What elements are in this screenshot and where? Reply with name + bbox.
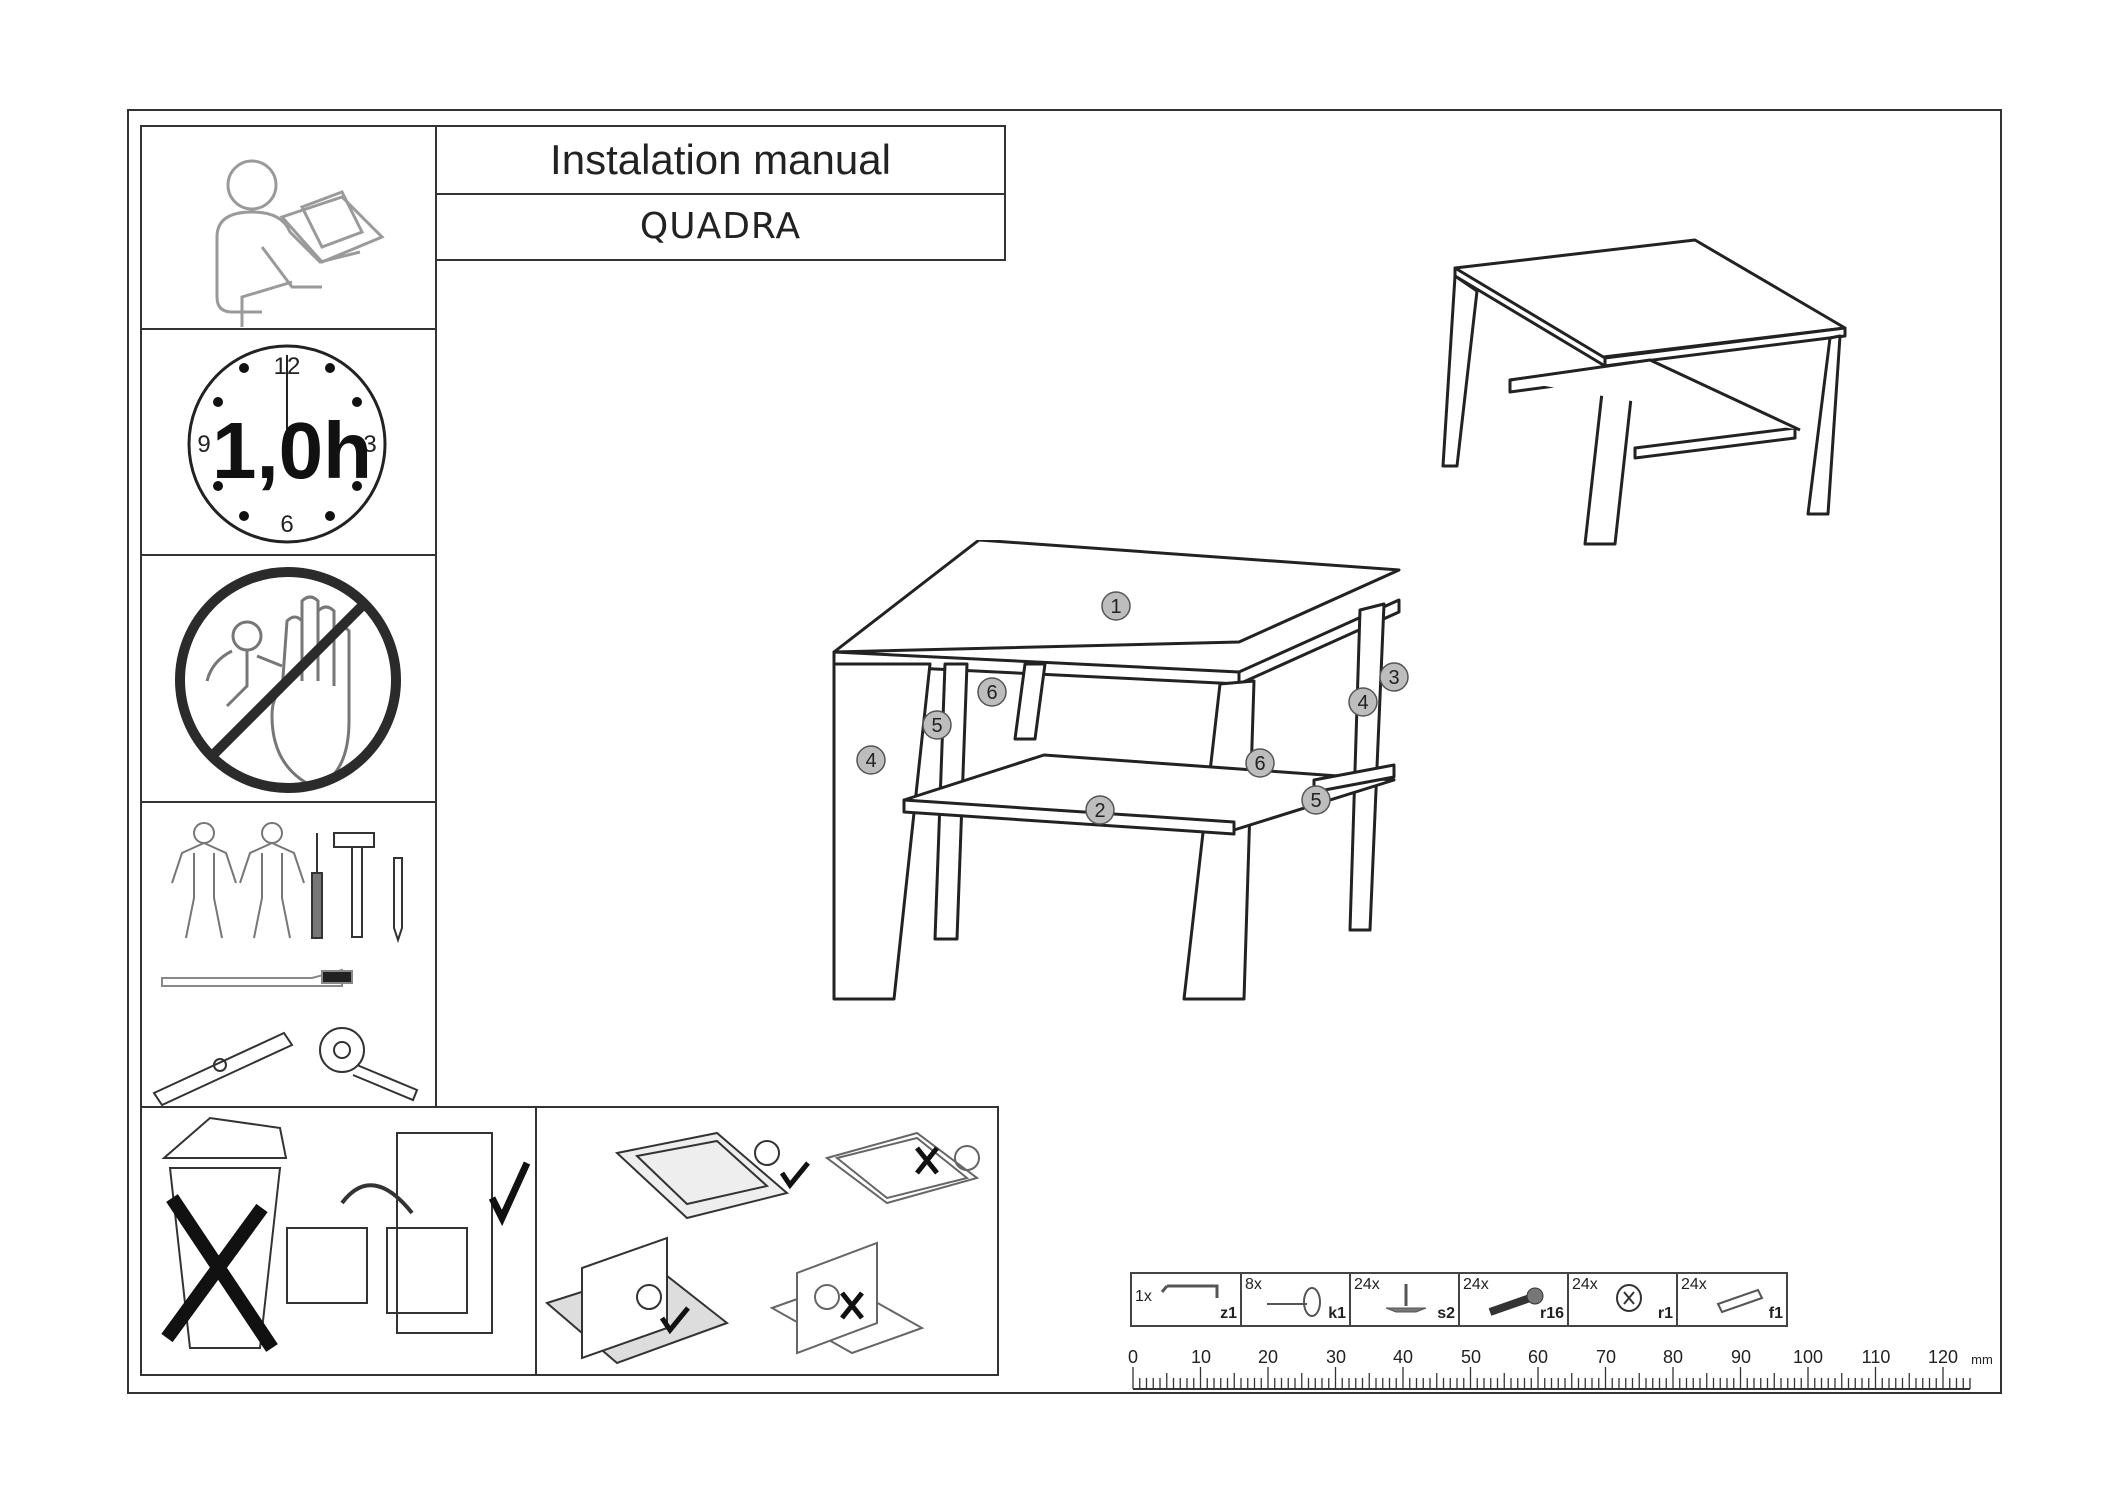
- hardware-item-k1: 8x k1: [1240, 1272, 1351, 1327]
- ruler-ticks: [1132, 1367, 1971, 1390]
- hardware-item-s2: 24x s2: [1349, 1272, 1460, 1327]
- ruler-label-80: 80: [1662, 1347, 1684, 1367]
- ruler-label-30: 30: [1325, 1347, 1347, 1367]
- hardware-code: r1: [1657, 1305, 1673, 1322]
- product-name: QUADRA: [639, 205, 802, 247]
- ruler-label-10: 10: [1190, 1347, 1212, 1367]
- part-label-6-left: 6: [977, 677, 1007, 707]
- hardware-item-z1: 1x z1: [1130, 1272, 1242, 1327]
- part-label-4-left: 4: [856, 745, 886, 775]
- ruler-label-110: 110: [1861, 1347, 1891, 1367]
- tools-illustration: [152, 822, 419, 1107]
- two-persons-icon: [171, 822, 305, 939]
- hardware-item-r1: 24x r1: [1567, 1272, 1678, 1327]
- hardware-qty: 24x: [1463, 1276, 1489, 1293]
- clock-number-6: 6: [280, 511, 293, 538]
- ruler-label-90: 90: [1730, 1347, 1752, 1367]
- svg-text:5: 5: [1310, 790, 1321, 812]
- cam-lock-icon: [1616, 1284, 1642, 1312]
- keep-manual-illustration: [161, 1116, 531, 1352]
- nail-glide-icon: [1267, 1287, 1321, 1317]
- ruler-label-0: 0: [1127, 1347, 1139, 1367]
- hardware-qty: 1x: [1135, 1288, 1152, 1305]
- hardware-qty: 8x: [1245, 1276, 1262, 1293]
- wooden-dowel-icon: [1716, 1288, 1764, 1314]
- hardware-qty: 24x: [1354, 1276, 1380, 1293]
- svg-text:4: 4: [1357, 692, 1368, 714]
- cam-bolt-icon: [1488, 1287, 1544, 1316]
- hardware-code: s2: [1437, 1305, 1455, 1322]
- part-label-6-right: 6: [1245, 748, 1275, 778]
- read-instructions-icon: [215, 159, 385, 327]
- manual-storage-cell: [140, 1106, 537, 1376]
- ruler-label-40: 40: [1392, 1347, 1414, 1367]
- hammer-icon: [333, 832, 375, 938]
- part-label-5-right: 5: [1301, 785, 1331, 815]
- required-tools-cell: [140, 801, 437, 1108]
- surface-illustration: [544, 1131, 980, 1365]
- part-label-4-right: 4: [1348, 687, 1378, 717]
- screwdriver-icon: [311, 833, 323, 939]
- keep-manual-icon: [286, 1132, 531, 1334]
- finished-table-preview: [1441, 238, 1847, 546]
- table-diagram: 1 2 3 4 4 5 5 6 6: [832, 540, 1409, 1001]
- svg-text:5: 5: [931, 715, 942, 737]
- clock-icon: 12 3 6 9 1,0h: [187, 344, 387, 544]
- title-block: Instalation manual QUADRA: [435, 125, 1006, 261]
- assembly-time-cell: 12 3 6 9 1,0h: [140, 328, 437, 556]
- hardware-qty: 24x: [1572, 1276, 1598, 1293]
- ruler-label-50: 50: [1460, 1347, 1482, 1367]
- ruler-unit: mm: [1971, 1352, 1993, 1367]
- clock-number-3: 3: [363, 431, 376, 458]
- ruler-label-60: 60: [1527, 1347, 1549, 1367]
- hex-key-icon: [1160, 1284, 1219, 1298]
- hardware-code: z1: [1220, 1305, 1237, 1322]
- screw-icon: [1385, 1284, 1427, 1313]
- clock-number-9: 9: [197, 431, 210, 458]
- svg-text:2: 2: [1094, 800, 1105, 822]
- hardware-item-f1: 24x f1: [1676, 1272, 1788, 1327]
- spirit-level-icon: [152, 1031, 294, 1107]
- part-labels: 1 2 3 4 4 5 5 6 6: [856, 591, 1409, 825]
- hardware-qty: 24x: [1681, 1276, 1707, 1293]
- svg-text:1: 1: [1110, 596, 1121, 618]
- ruler-label-120: 120: [1927, 1347, 1959, 1367]
- assembly-time: 1,0h: [212, 406, 372, 495]
- svg-text:6: 6: [1254, 753, 1265, 775]
- ruler-label-20: 20: [1257, 1347, 1279, 1367]
- ruler-label-100: 100: [1792, 1347, 1824, 1367]
- pencil-icon: [393, 857, 403, 944]
- ruler-label-70: 70: [1595, 1347, 1617, 1367]
- do-not-discard-icon: [161, 1116, 288, 1352]
- hardware-code: k1: [1328, 1305, 1346, 1322]
- no-children-icon: [175, 567, 401, 793]
- page-frame: [127, 109, 2002, 1394]
- svg-text:3: 3: [1388, 667, 1399, 689]
- do-not-assemble-on-hard-floor-icon: [769, 1131, 980, 1355]
- part-label-1: 1: [1101, 591, 1131, 621]
- child-warning-cell: [140, 554, 437, 803]
- part-label-3: 3: [1379, 662, 1409, 692]
- assemble-on-soft-surface-icon: [544, 1131, 810, 1365]
- hardware-item-r16: 24x r16: [1458, 1272, 1569, 1327]
- tape-measure-icon: [319, 1027, 419, 1102]
- hardware-code: f1: [1768, 1305, 1783, 1322]
- part-label-2: 2: [1085, 795, 1115, 825]
- assembly-surface-cell: [535, 1106, 999, 1376]
- svg-text:6: 6: [986, 682, 997, 704]
- manual-title: Instalation manual: [437, 127, 1004, 195]
- clock-number-12: 12: [274, 353, 301, 380]
- utility-knife-icon: [161, 968, 353, 987]
- hardware-code: r16: [1539, 1305, 1564, 1322]
- svg-text:4: 4: [865, 750, 876, 772]
- read-manual-cell: [140, 125, 437, 330]
- part-label-5-left: 5: [922, 710, 952, 740]
